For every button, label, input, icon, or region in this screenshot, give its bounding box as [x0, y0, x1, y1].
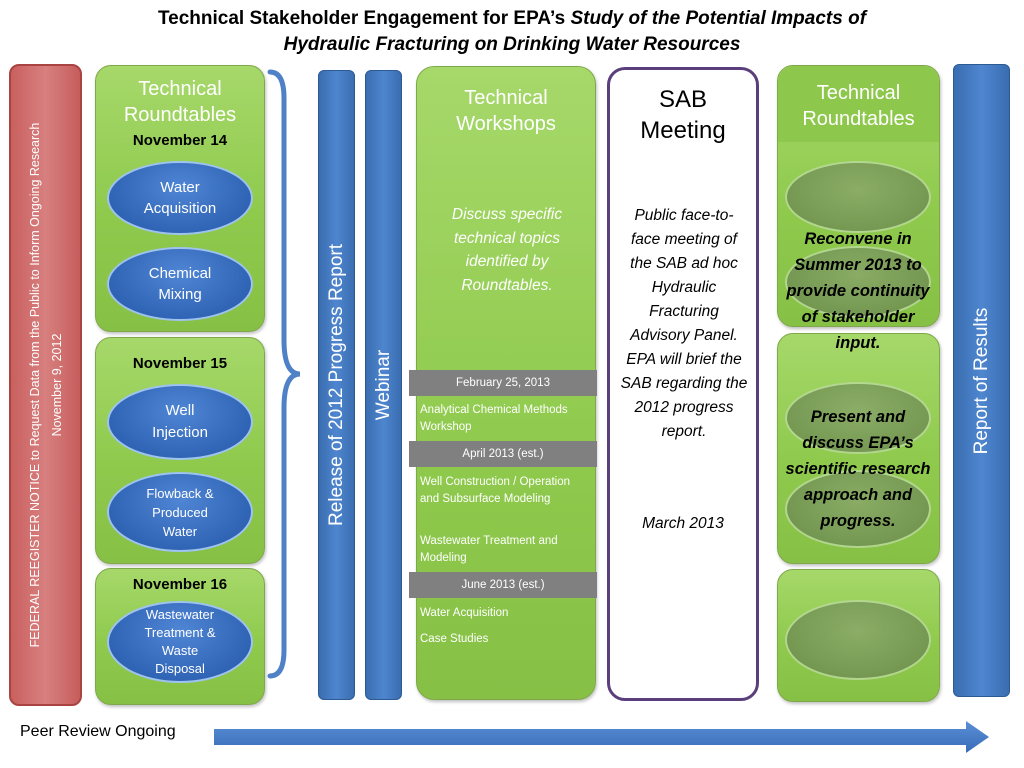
peer-review-label: Peer Review Ongoing — [20, 723, 176, 740]
title-line1-plain: Technical Stakeholder Engagement for EPA… — [157, 8, 571, 29]
title-line1-italic: Study of the Potential Impacts of — [570, 8, 867, 29]
date-november-15: November 15 — [132, 355, 228, 372]
workshop-item: Analytical Chemical Methods Workshop — [420, 404, 568, 433]
webinar-column: Webinar — [365, 70, 402, 700]
session-date-bar: April 2013 (est.) — [409, 441, 597, 467]
progress-report-label: Release of 2012 Progress Report — [325, 244, 347, 526]
peer-review-arrow — [214, 721, 989, 753]
sab-meeting-box: SAB Meeting Public face-to-face meeting … — [607, 67, 759, 701]
faded-oval — [785, 470, 931, 548]
workshops-heading: Technical Workshops — [456, 87, 556, 135]
session-date-bar: June 2013 (est.) — [409, 572, 597, 598]
date-november-16: November 16 — [132, 576, 228, 593]
faded-oval — [785, 382, 931, 454]
workshop-item: Well Construction / Operation and Subsur… — [420, 476, 570, 505]
faded-oval — [785, 600, 931, 680]
roundtables-right-top-box: Technical Roundtables — [777, 65, 940, 327]
sab-date: March 2013 — [642, 515, 724, 532]
federal-register-column: FEDERAL REEGISTER NOTICE to Request Data… — [9, 64, 82, 706]
faded-oval — [785, 161, 931, 233]
federal-register-text: FEDERAL REEGISTER NOTICE to Request Data… — [24, 75, 68, 695]
roundtables-heading-right: Technical Roundtables — [802, 82, 915, 130]
roundtables-heading-left: Technical Roundtables — [123, 78, 237, 126]
sab-description: Public face-to-face meeting of the SAB a… — [620, 207, 748, 440]
roundtables-right-bottom-box — [777, 569, 940, 702]
present-text: Present and discuss EPA’s scientific res… — [785, 408, 931, 530]
workshops-description: Discuss specific technical topics identi… — [451, 206, 563, 294]
workshop-item: Water Acquisition — [420, 607, 509, 619]
progress-report-column: Release of 2012 Progress Report — [318, 70, 355, 700]
report-of-results-column: Report of Results — [953, 64, 1010, 697]
reconvene-text: Reconvene in Summer 2013 to provide cont… — [786, 230, 930, 352]
federal-notice-date: November 9, 2012 — [49, 333, 64, 437]
roundtables-right-middle-box — [777, 333, 940, 564]
webinar-label: Webinar — [372, 349, 394, 421]
curly-brace — [267, 69, 301, 679]
faded-oval — [785, 246, 931, 318]
workshop-item: Wastewater Treatment and Modeling — [420, 535, 558, 564]
workshop-item: Case Studies — [420, 633, 489, 645]
session-date-bar: February 25, 2013 — [409, 370, 597, 396]
sab-title: SAB Meeting — [640, 86, 726, 144]
title-line2-italic: Hydraulic Fracturing on Drinking Water R… — [283, 34, 741, 55]
report-of-results-label: Report of Results — [970, 307, 992, 454]
page-title: Technical Stakeholder Engagement for EPA… — [0, 6, 1024, 58]
date-november-14: November 14 — [132, 132, 228, 149]
federal-notice-line1: FEDERAL REEGISTER NOTICE to Request Data… — [27, 122, 42, 648]
